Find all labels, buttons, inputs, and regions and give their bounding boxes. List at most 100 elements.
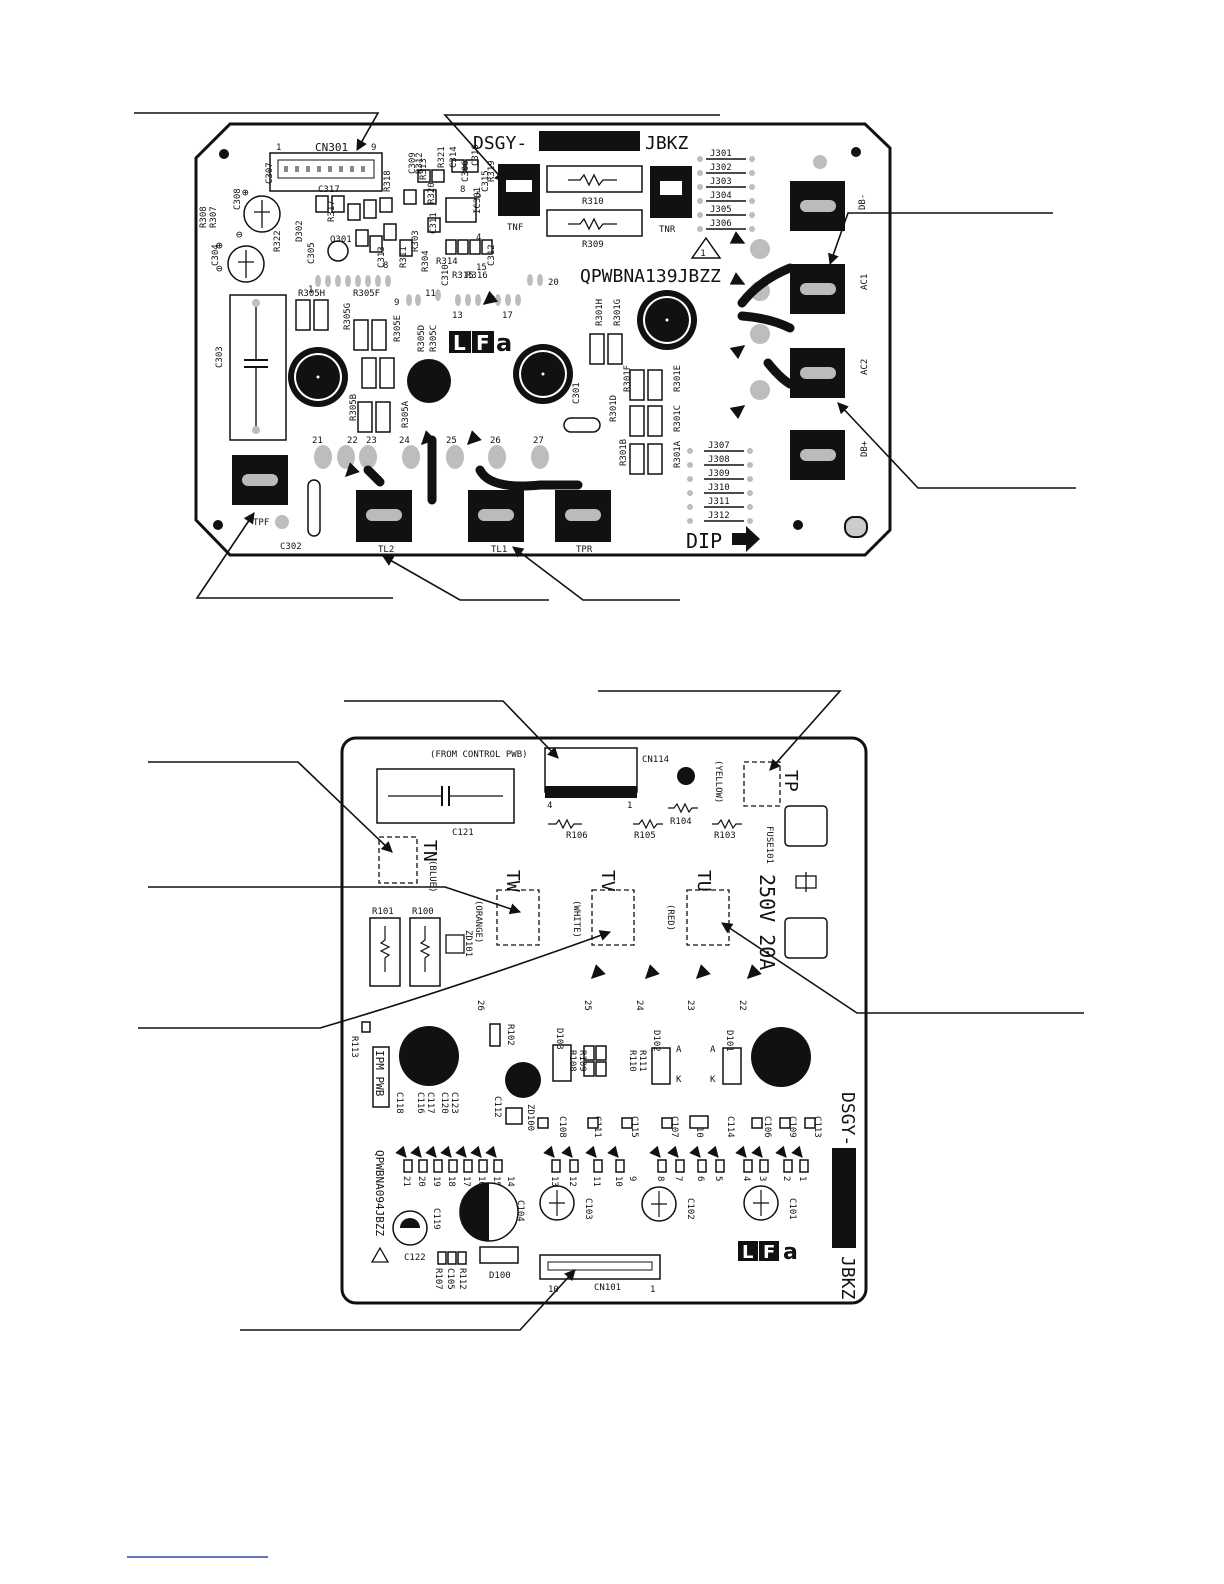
svg-text:C304: C304 (211, 244, 221, 266)
capacitor-medium (407, 359, 451, 403)
svg-text:R113: R113 (349, 1036, 359, 1058)
svg-text:R107: R107 (433, 1268, 443, 1290)
mount-hole (213, 520, 223, 530)
svg-text:R301A: R301A (673, 440, 683, 468)
svg-text:D101: D101 (724, 1030, 734, 1052)
svg-text:J312: J312 (708, 511, 730, 521)
svg-text:R301D: R301D (609, 395, 619, 422)
svg-text:TL1: TL1 (491, 545, 507, 555)
svg-text:R307: R307 (209, 206, 219, 228)
svg-text:C309: C309 (408, 152, 418, 174)
svg-text:A: A (676, 1045, 682, 1055)
svg-text:L: L (742, 1242, 753, 1263)
phase-pads: 26 25 24 23 22 (475, 964, 762, 1011)
diode-block-d103: D103 R108 R109 R110 R111 (552, 1028, 647, 1082)
svg-text:R304: R304 (421, 250, 431, 272)
svg-text:C308: C308 (233, 188, 243, 210)
resistor-bank-r301: R301H R301G R301F R301E R301D R301C R301… (589, 299, 683, 475)
svg-text:TN: TN (419, 840, 440, 862)
capacitor-large (399, 1026, 459, 1086)
svg-text:R322: R322 (273, 230, 283, 252)
svg-text:4: 4 (741, 1176, 751, 1181)
svg-text:R316: R316 (466, 271, 488, 281)
svg-text:⊖: ⊖ (236, 228, 243, 241)
svg-text:⊖: ⊖ (216, 262, 223, 275)
tw-terminal (496, 889, 540, 946)
svg-text:R301B: R301B (619, 439, 629, 466)
svg-text:R305C: R305C (429, 325, 439, 352)
svg-text:15: 15 (476, 263, 487, 273)
top-callouts (134, 112, 1076, 601)
resistor-r310 (546, 165, 643, 193)
lf-logo-top: L F a (449, 329, 512, 357)
svg-text:J301: J301 (710, 149, 732, 159)
svg-text:C303: C303 (215, 346, 225, 368)
svg-text:C314: C314 (449, 146, 459, 168)
svg-text:5: 5 (713, 1176, 723, 1181)
svg-text:26: 26 (490, 436, 501, 446)
svg-text:R111: R111 (637, 1050, 647, 1072)
svg-text:27: 27 (533, 436, 544, 446)
svg-text:R102: R102 (505, 1024, 515, 1046)
ipm-pwb-label-box (372, 1046, 390, 1108)
svg-text:18: 18 (446, 1176, 456, 1187)
svg-text:J306: J306 (710, 219, 732, 229)
svg-text:1: 1 (650, 1285, 655, 1295)
svg-text:14: 14 (505, 1176, 515, 1187)
tp-terminal (743, 761, 781, 807)
svg-text:R317: R317 (327, 200, 337, 222)
svg-text:C102: C102 (685, 1198, 695, 1220)
svg-text:R305E: R305E (393, 315, 403, 342)
svg-text:TP: TP (780, 770, 801, 792)
svg-text:20: 20 (548, 278, 559, 288)
svg-text:CN101: CN101 (594, 1283, 621, 1293)
svg-text:R104: R104 (670, 817, 692, 827)
svg-text:25: 25 (446, 436, 457, 446)
svg-text:C119: C119 (431, 1208, 441, 1230)
svg-text:R305B: R305B (349, 394, 359, 421)
smd-cluster (315, 159, 493, 257)
svg-text:1: 1 (627, 801, 632, 811)
svg-text:TW: TW (502, 870, 523, 892)
svg-text:R305A: R305A (401, 400, 411, 428)
bottom-board: (FROM CONTROL PWB) C121 CN114 4 1 R106 R… (340, 736, 868, 1305)
svg-text:R319: R319 (487, 160, 497, 182)
svg-text:C305: C305 (307, 242, 317, 264)
bottom-title-suffix: JBKZ (837, 1256, 858, 1300)
mount-hole (793, 520, 803, 530)
svg-text:11: 11 (425, 289, 436, 299)
svg-text:D302: D302 (295, 220, 305, 242)
zener-zd101 (445, 934, 465, 954)
fuse-clip-bottom (784, 917, 828, 959)
svg-text:K: K (710, 1075, 716, 1085)
svg-text:TPR: TPR (576, 545, 593, 555)
mount-hole (219, 149, 229, 159)
svg-text:(BLUE): (BLUE) (427, 860, 437, 893)
svg-text:R310: R310 (582, 197, 604, 207)
svg-text:250V 20A: 250V 20A (755, 874, 779, 970)
svg-text:CN114: CN114 (642, 755, 669, 765)
svg-text:1: 1 (276, 143, 281, 153)
svg-text:a: a (496, 329, 512, 357)
svg-text:J307: J307 (708, 441, 730, 451)
svg-text:TNF: TNF (507, 223, 523, 233)
svg-text:C316: C316 (471, 144, 481, 166)
from-control-label: (FROM CONTROL PWB) (430, 750, 528, 760)
svg-text:C113: C113 (812, 1116, 822, 1138)
svg-text:C310: C310 (441, 264, 451, 286)
svg-text:R110: R110 (627, 1050, 637, 1072)
capacitor-large (751, 1027, 811, 1087)
svg-text:C313: C313 (377, 246, 387, 268)
svg-text:ZD101: ZD101 (463, 930, 473, 957)
svg-text:J311: J311 (708, 497, 730, 507)
svg-text:C121: C121 (452, 828, 474, 838)
svg-text:a: a (783, 1240, 798, 1265)
warning-triangle-icon (370, 1246, 390, 1263)
svg-text:9: 9 (394, 298, 399, 308)
jumper-group-top: J301 J302 J303 J304 J305 J306 (697, 149, 755, 232)
svg-text:R109: R109 (577, 1050, 587, 1072)
svg-text:12: 12 (567, 1176, 577, 1187)
svg-text:DB-: DB- (858, 194, 868, 210)
svg-text:R103: R103 (714, 831, 736, 841)
